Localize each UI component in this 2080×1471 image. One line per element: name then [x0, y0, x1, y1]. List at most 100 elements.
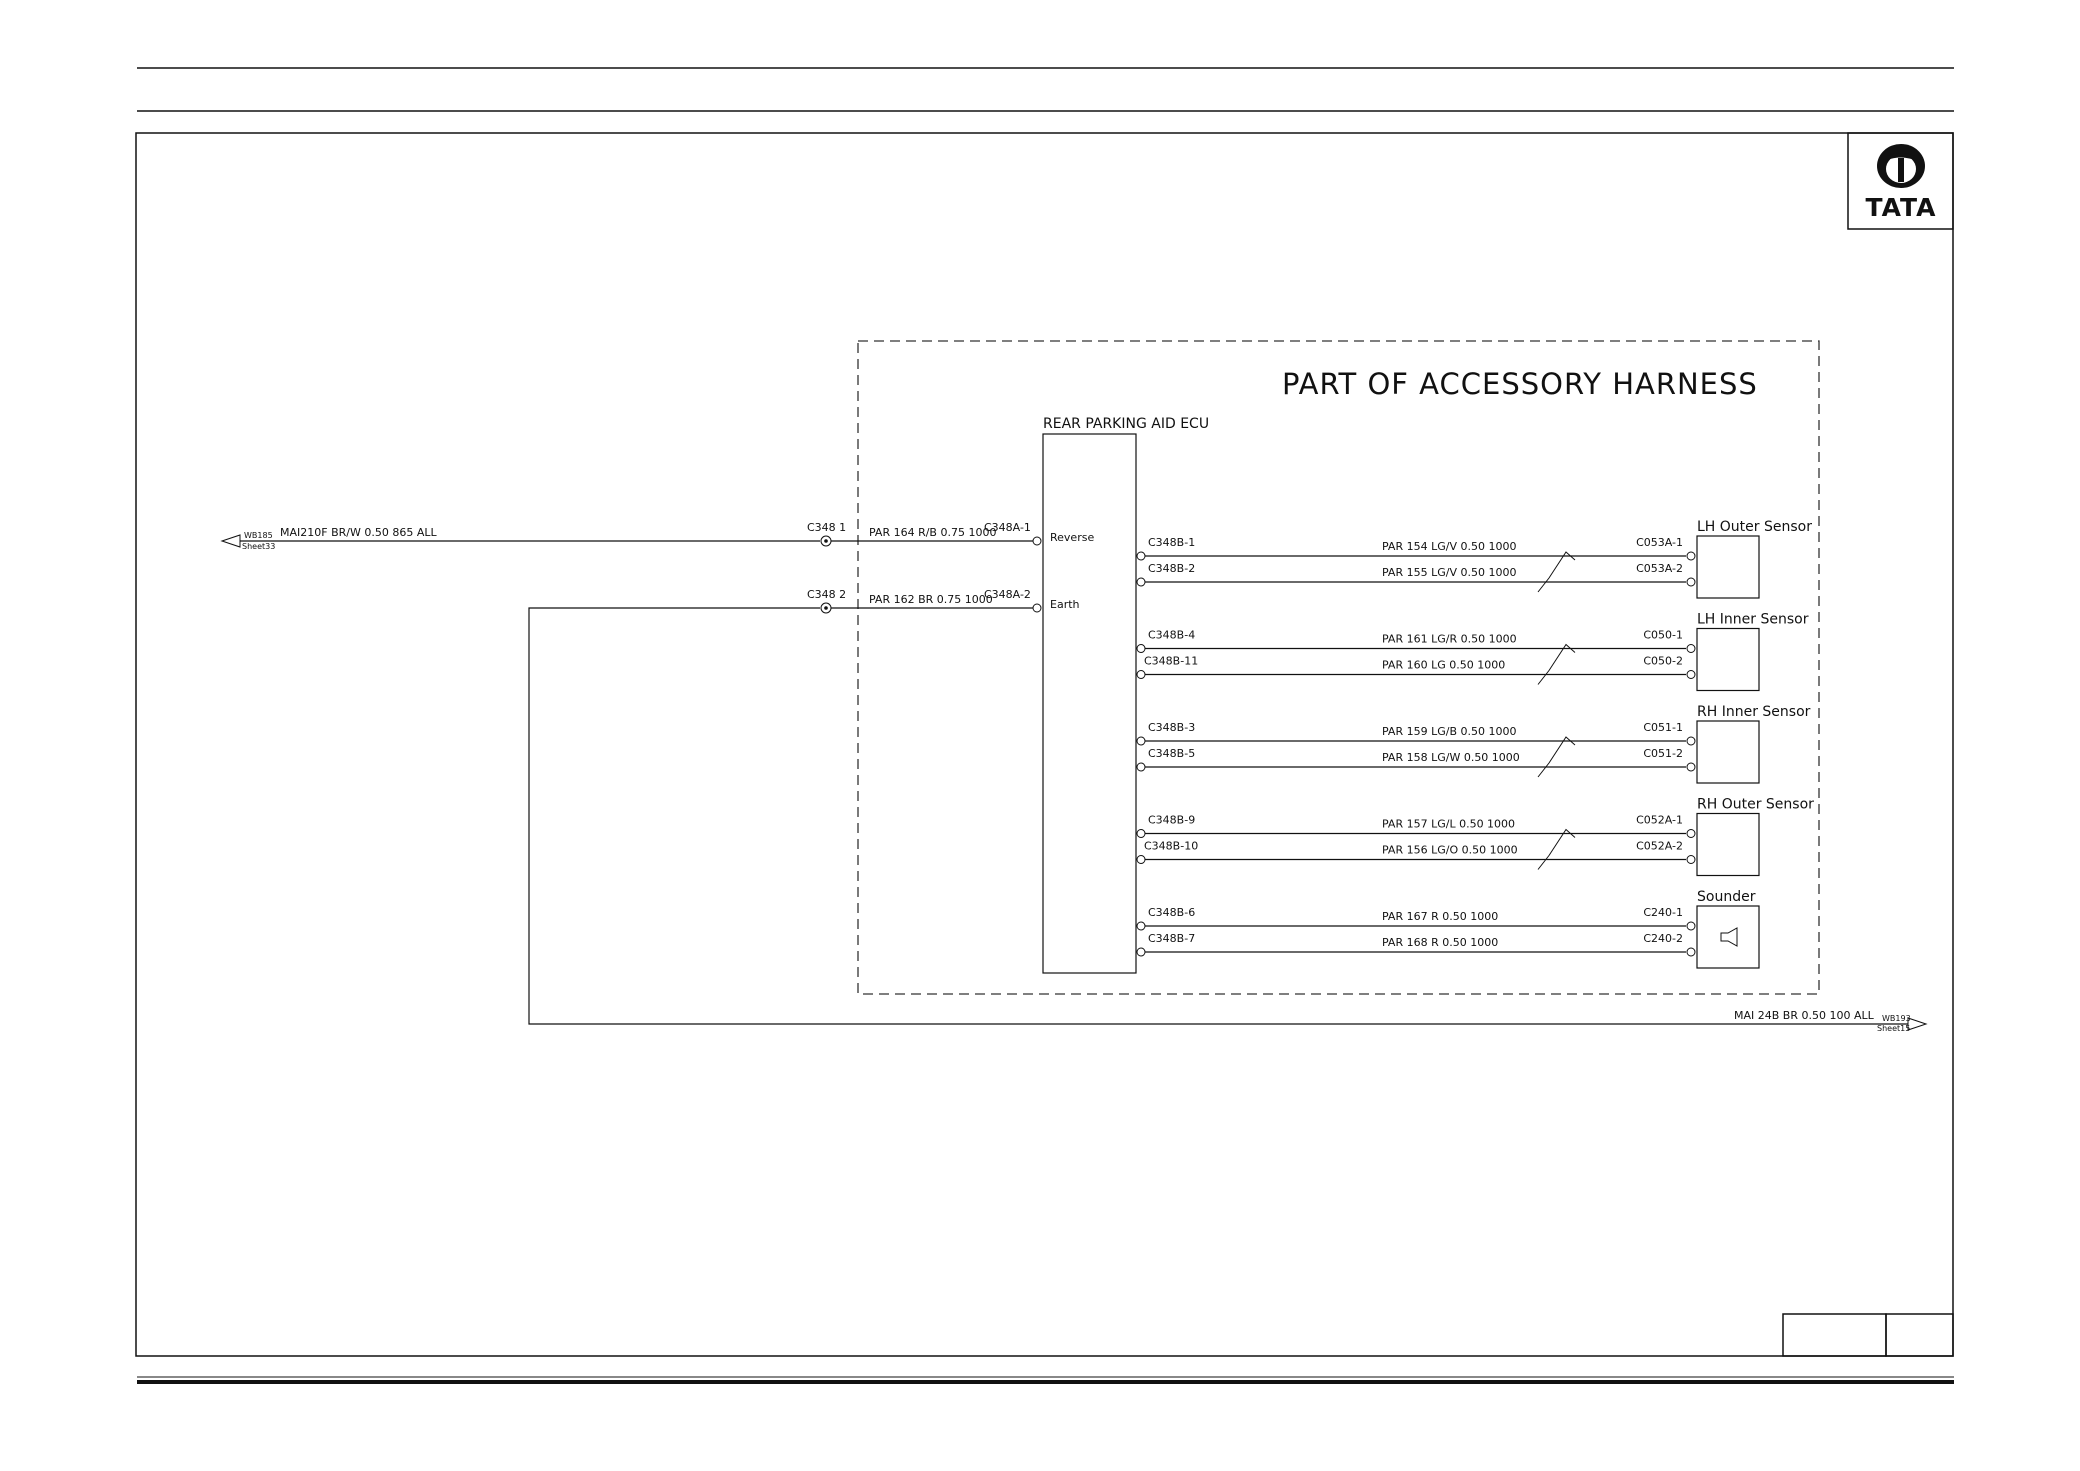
- ecu-pin: [1136, 762, 1146, 772]
- device-pin-label: C051-2: [1643, 747, 1683, 760]
- wire-label: PAR 158 LG/W 0.50 1000: [1382, 751, 1520, 764]
- inline-connector-pin2: C348 2: [807, 588, 846, 601]
- off-sheet-left-wire: MAI210F BR/W 0.50 865 ALL: [280, 526, 437, 539]
- wire-label: PAR 168 R 0.50 1000: [1382, 936, 1498, 949]
- device-pin: [1686, 855, 1696, 864]
- speaker-icon: [1720, 927, 1738, 947]
- ecu-pin-reverse-label: Reverse: [1050, 531, 1094, 544]
- device-pin-label: C052A-2: [1636, 840, 1683, 853]
- device-pin-label: C240-1: [1643, 906, 1683, 919]
- twisted-pair-symbol: [1537, 551, 1576, 593]
- ecu-pin-label: C348B-10: [1144, 840, 1198, 853]
- off-sheet-left-sheet: Sheet33: [242, 542, 275, 551]
- device-pin-label: C051-1: [1643, 721, 1683, 734]
- device-pin-label: C050-1: [1643, 629, 1683, 642]
- logo-text: TATA: [1866, 193, 1937, 222]
- device-pin: [1686, 644, 1696, 653]
- ecu-pin-label: C348B-4: [1148, 629, 1195, 642]
- ecu-connector-pin2: C348A-2: [984, 588, 1031, 601]
- sensor-box: [1696, 627, 1760, 692]
- device-name: Sounder: [1697, 889, 1756, 905]
- sensor-box: [1696, 812, 1760, 877]
- device-name: LH Inner Sensor: [1697, 612, 1809, 628]
- off-sheet-right-wire: MAI 24B BR 0.50 100 ALL: [1734, 1009, 1875, 1022]
- wire-earth-label: PAR 162 BR 0.75 1000: [869, 593, 993, 606]
- device-pin: [1686, 577, 1696, 587]
- wire-label: PAR 159 LG/B 0.50 1000: [1382, 725, 1516, 738]
- ecu-pin: [1136, 670, 1146, 679]
- off-sheet-connector-left: WB185 Sheet33 MAI210F BR/W 0.50 865 ALL: [220, 526, 820, 551]
- device-pin: [1686, 551, 1696, 561]
- ecu-pin: [1136, 855, 1146, 864]
- device-pin: [1686, 736, 1696, 746]
- ecu-pin-label: C348B-7: [1148, 932, 1195, 945]
- ecu-connector-pin1: C348A-1: [984, 521, 1031, 534]
- device-pin: [1686, 947, 1696, 957]
- off-sheet-arrow-left-icon: [220, 534, 241, 548]
- ecu-pin-earth: [1032, 603, 1042, 613]
- ecu-pin: [1136, 947, 1146, 957]
- ecu-pin: [1136, 829, 1146, 838]
- title-block-cell-1: [1782, 1313, 1887, 1357]
- wire-label: PAR 161 LG/R 0.50 1000: [1382, 633, 1517, 646]
- ecu-pin: [1136, 644, 1146, 653]
- logo-box: [1847, 132, 1954, 230]
- sounder-box: [1696, 905, 1760, 969]
- ecu-pin-label: C348B-11: [1144, 655, 1198, 668]
- twisted-pair-symbol: [1537, 643, 1576, 685]
- device-name: RH Outer Sensor: [1697, 797, 1814, 813]
- ecu-label: REAR PARKING AID ECU: [1043, 416, 1209, 432]
- off-sheet-arrow-right-icon: [1907, 1017, 1928, 1031]
- sensor-box: [1696, 720, 1760, 784]
- wire-label: PAR 155 LG/V 0.50 1000: [1382, 566, 1516, 579]
- title-block-cell-2: [1885, 1313, 1954, 1357]
- off-sheet-right-sheet: Sheet15: [1877, 1024, 1910, 1033]
- off-sheet-left-ref: WB185: [244, 531, 273, 540]
- wire-label: PAR 156 LG/O 0.50 1000: [1382, 844, 1518, 857]
- off-sheet-connector-right: MAI 24B BR 0.50 100 ALL WB193 Sheet15: [1734, 1009, 1928, 1033]
- wire-label: PAR 154 LG/V 0.50 1000: [1382, 540, 1516, 553]
- ecu-pin-label: C348B-5: [1148, 747, 1195, 760]
- wire-label: PAR 160 LG 0.50 1000: [1382, 659, 1505, 672]
- rear-parking-aid-ecu: [1042, 433, 1137, 974]
- wire-earth-return: [528, 607, 1908, 1025]
- ecu-pin: [1136, 736, 1146, 746]
- off-sheet-right-ref: WB193: [1882, 1014, 1911, 1023]
- wire-reverse-label: PAR 164 R/B 0.75 1000: [869, 526, 996, 539]
- device-pin-label: C050-2: [1643, 655, 1683, 668]
- device-pin-label: C052A-1: [1636, 814, 1683, 827]
- device-pin-label: C053A-2: [1636, 562, 1683, 575]
- sensor-box: [1696, 535, 1760, 599]
- harness-title: PART OF ACCESSORY HARNESS: [1282, 367, 1758, 401]
- ecu-pin-reverse: [1032, 536, 1042, 546]
- ecu-pin-earth-label: Earth: [1050, 598, 1080, 611]
- drawing-frame: [135, 132, 1954, 1357]
- device-pin: [1686, 670, 1696, 679]
- ecu-pin-label: C348B-1: [1148, 536, 1195, 549]
- ecu-pin: [1136, 551, 1146, 561]
- ecu-pin-label: C348B-9: [1148, 814, 1195, 827]
- inline-connector-pin1: C348 1: [807, 521, 846, 534]
- wire-label: PAR 167 R 0.50 1000: [1382, 910, 1498, 923]
- device-pin: [1686, 829, 1696, 838]
- device-name: RH Inner Sensor: [1697, 704, 1811, 720]
- tata-logo: TATA: [1847, 132, 1954, 230]
- device-pin-label: C240-2: [1643, 932, 1683, 945]
- twisted-pair-symbol: [1537, 828, 1576, 870]
- ecu-pin-label: C348B-6: [1148, 906, 1195, 919]
- wire-label: PAR 157 LG/L 0.50 1000: [1382, 818, 1515, 831]
- device-pin: [1686, 921, 1696, 931]
- device-pin-label: C053A-1: [1636, 536, 1683, 549]
- ecu-pin-label: C348B-3: [1148, 721, 1195, 734]
- accessory-harness-boundary: [857, 340, 1820, 995]
- device-pin: [1686, 762, 1696, 772]
- ecu-pin: [1136, 577, 1146, 587]
- ecu-pin-label: C348B-2: [1148, 562, 1195, 575]
- ecu-pin: [1136, 921, 1146, 931]
